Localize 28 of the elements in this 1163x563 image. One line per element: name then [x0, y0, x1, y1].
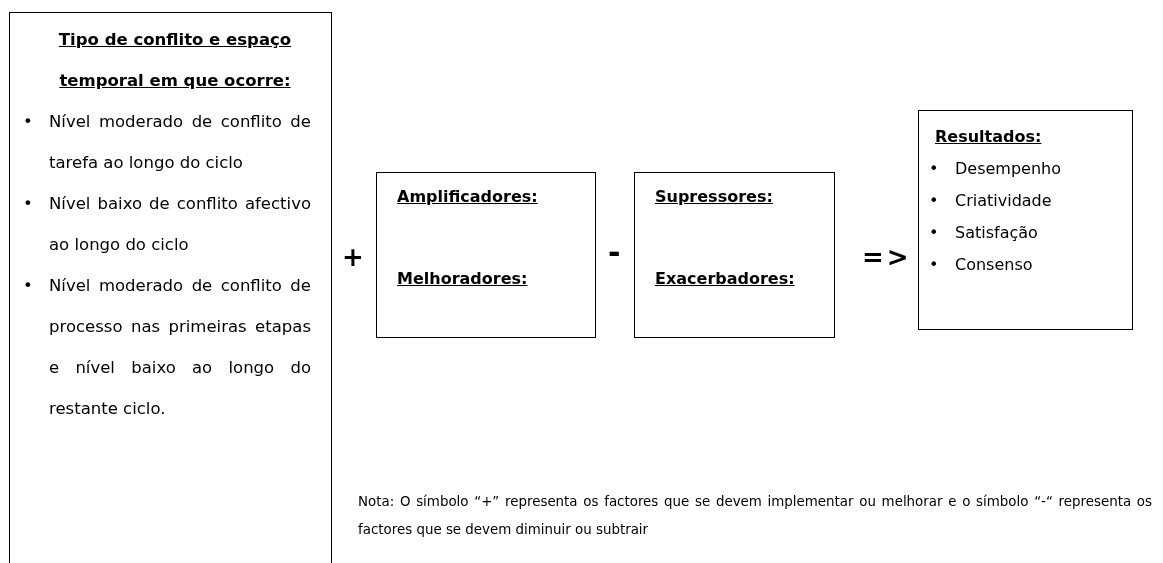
note-text: Nota: O símbolo “+” representa os factores que se devem implementar ou melhorar e o símbolo “-“ representa os factores que se devem diminuir ou subtrair: [358, 493, 1152, 539]
bullet-marker: •: [23, 193, 33, 215]
bullet-marker: •: [929, 222, 939, 244]
operator-symbol: -: [608, 238, 621, 268]
heading: Amplificadores:: [397, 186, 539, 208]
heading: Supressores:: [655, 186, 774, 208]
operator-symbol: =>: [862, 242, 912, 272]
factor-box: [376, 172, 596, 338]
bullet-item: Nível moderado de conflito de tarefa ao longo do ciclo: [49, 111, 311, 174]
heading: Tipo de conflito e espaço temporal em que ocorre:: [57, 29, 293, 92]
factor-heading: Exacerbadores:: [655, 268, 795, 290]
bullet-item: Criatividade: [955, 190, 1053, 212]
conflict-type-box: [9, 12, 332, 563]
factor-heading: Melhoradores:: [397, 268, 528, 290]
bullet-marker: •: [23, 111, 33, 133]
bullet-item: Satisfação: [955, 222, 1039, 244]
bullet-marker: •: [929, 158, 939, 180]
bullet-marker: •: [929, 254, 939, 276]
bullet-item: Nível baixo de conflito afectivo ao longo do ciclo: [49, 193, 311, 256]
factor-box: [634, 172, 835, 338]
bullet-item: Nível moderado de conflito de processo nas primeiras etapas e nível baixo ao longo do restante ciclo.: [49, 275, 311, 420]
bullet-marker: •: [23, 275, 33, 297]
bullet-marker: •: [929, 190, 939, 212]
heading: Resultados:: [935, 126, 1043, 148]
results-box: [918, 110, 1133, 330]
operator-symbol: +: [342, 242, 364, 272]
bullet-item: Consenso: [955, 254, 1034, 276]
bullet-item: Desempenho: [955, 158, 1062, 180]
